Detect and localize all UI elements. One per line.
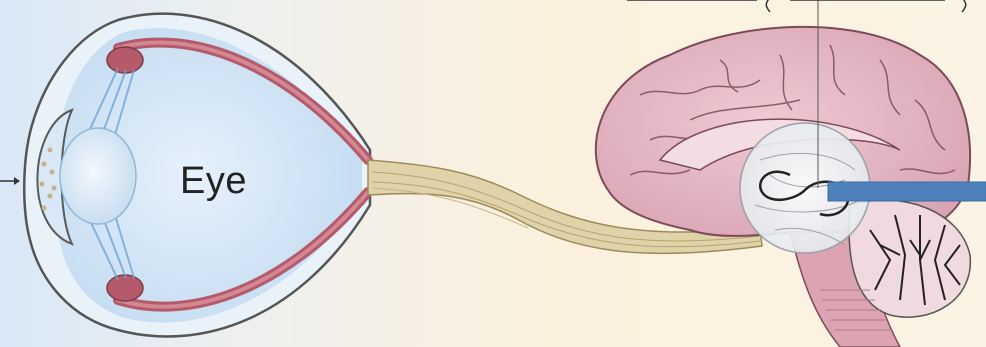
eye-label: Eye	[180, 160, 247, 203]
lens	[60, 128, 136, 224]
pointer-bar	[828, 182, 986, 201]
